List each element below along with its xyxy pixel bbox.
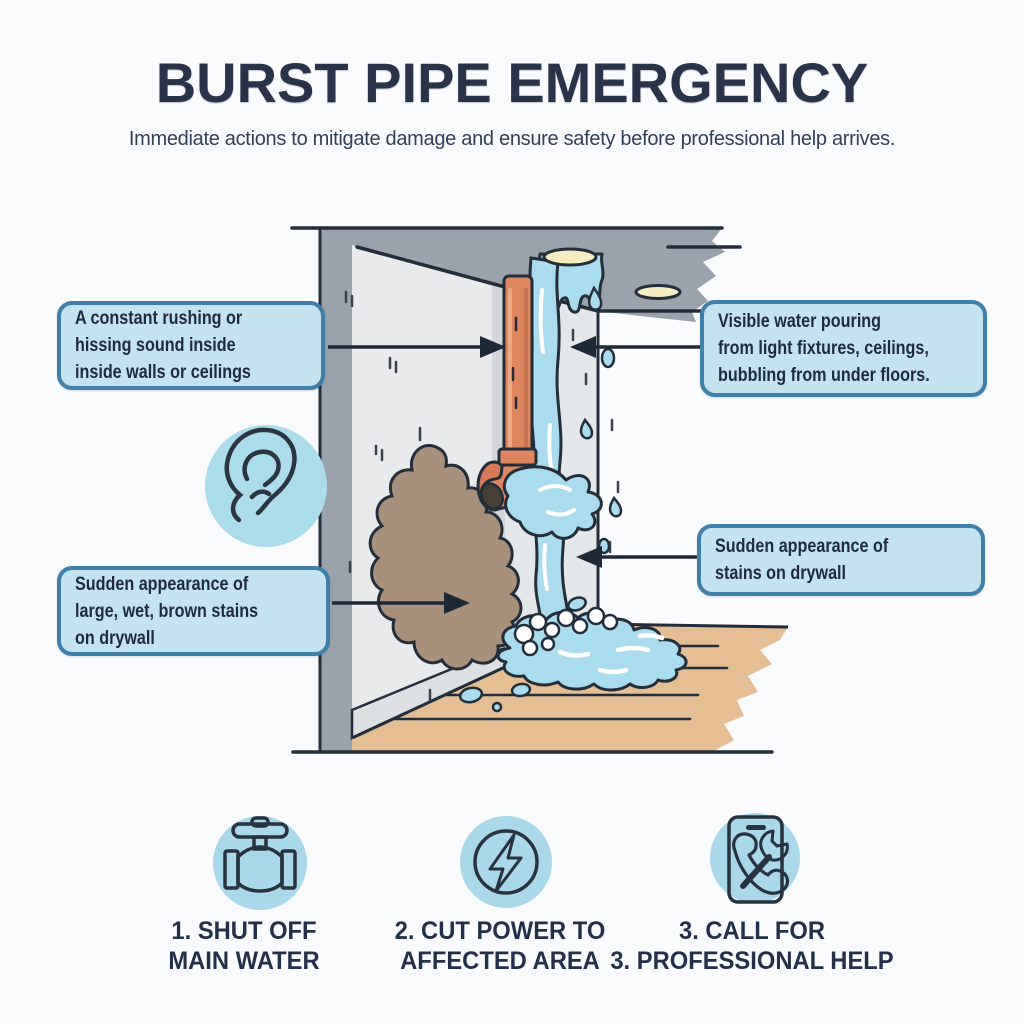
callout-drywall-stains-text: Sudden appearance of stains on drywall bbox=[715, 536, 889, 584]
wrench-head bbox=[759, 829, 789, 862]
callout-arrows bbox=[328, 336, 700, 614]
callout-sound: A constant rushing or hissing sound insi… bbox=[57, 301, 325, 390]
ear-icon bbox=[205, 425, 327, 547]
lightning-bolt-icon bbox=[460, 816, 552, 908]
step-label-shut-off-water: 1. SHUT OFF MAIN WATER bbox=[168, 917, 320, 975]
callout-brown-stains-text: Sudden appearance of large, wet, brown s… bbox=[75, 573, 259, 649]
foam-bubbles bbox=[513, 606, 619, 657]
water-droplets bbox=[458, 285, 623, 713]
step-label-cut-power: 2. CUT POWER TO AFFECTED AREA bbox=[394, 917, 606, 975]
pipe-coupling bbox=[497, 447, 538, 467]
step-label-call-professional: 3. CALL FOR 3. PROFESSIONAL HELP bbox=[610, 917, 894, 975]
wrench-handle bbox=[740, 854, 772, 889]
pipe-outlet bbox=[480, 482, 504, 510]
callout-sound-text: A constant rushing or hissing sound insi… bbox=[75, 308, 251, 383]
callout-visible-water-text: Visible water pouring from light fixture… bbox=[718, 311, 930, 386]
page-subtitle: Immediate actions to mitigate damage and… bbox=[128, 128, 896, 150]
phone-wrench-icon bbox=[710, 813, 800, 904]
pool-highlights bbox=[557, 633, 665, 675]
callout-brown-stains: Sudden appearance of large, wet, brown s… bbox=[57, 566, 330, 656]
burst-copper-pipe bbox=[476, 274, 603, 540]
page-title: BURST PIPE EMERGENCY bbox=[155, 51, 869, 114]
water-valve-icon bbox=[213, 816, 307, 910]
splash-highlights bbox=[538, 484, 576, 517]
callout-visible-water: Visible water pouring from light fixture… bbox=[700, 300, 987, 397]
ceiling-lights bbox=[542, 247, 682, 300]
recessed-light bbox=[634, 284, 682, 300]
recessed-light-leaking bbox=[542, 247, 598, 267]
callout-drywall-stains: Sudden appearance of stains on drywall bbox=[697, 524, 985, 596]
phone-handset bbox=[732, 832, 790, 895]
water-pool-with-foam bbox=[496, 606, 688, 692]
burst-splash bbox=[502, 465, 603, 540]
pipe-marks bbox=[511, 316, 518, 410]
